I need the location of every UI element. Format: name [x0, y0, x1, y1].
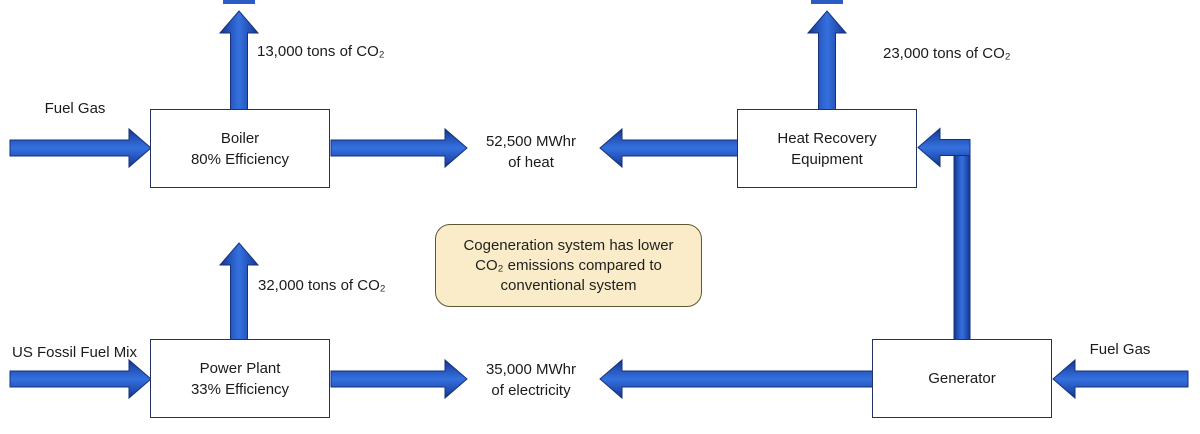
electricity-output-label: 35,000 MWhr of electricity — [460, 359, 602, 401]
boiler-box-label-line1: Boiler — [220, 129, 260, 147]
boiler-fuel-gas-label: Fuel Gas — [44, 100, 106, 117]
electricity-output-line2: of electricity — [491, 382, 571, 399]
boiler-co2-label: 13,000 tons of CO₂ — [257, 43, 385, 60]
generator-to-electricity-output-arrow — [599, 358, 875, 400]
heat-recovery-equipment-box: Heat Recovery Equipment — [737, 109, 917, 188]
heat-recovery-to-heat-output-arrow — [599, 127, 740, 169]
heat-output-line1: 52,500 MWhr — [485, 133, 577, 150]
cogeneration-note-box: Cogeneration system has lower CO₂ emissi… — [435, 224, 702, 307]
note-line2: CO₂ emissions compared to — [475, 256, 662, 274]
fossil-mix-to-power-plant-arrow — [9, 358, 152, 400]
power-plant-box-label-line1: Power Plant — [199, 359, 281, 377]
boiler-box-label-line2: 80% Efficiency — [190, 150, 290, 168]
power-plant-co2-up-arrow — [218, 242, 260, 343]
heat-recovery-co2-up-arrow — [806, 10, 848, 113]
power-plant-box: Power Plant 33% Efficiency — [150, 339, 330, 418]
fuel-gas-to-boiler-arrow — [9, 127, 152, 169]
fuel-gas-to-generator-arrow — [1052, 358, 1189, 400]
heat-recovery-co2-arrow-cropped-fragment — [811, 0, 843, 4]
power-plant-co2-label: 32,000 tons of CO₂ — [258, 277, 386, 294]
power-plant-fuel-label: US Fossil Fuel Mix — [12, 344, 138, 361]
power-plant-box-label-line2: 33% Efficiency — [190, 380, 290, 398]
note-line3: conventional system — [500, 276, 637, 294]
heat-recovery-co2-label: 23,000 tons of CO₂ — [883, 45, 1011, 62]
generator-to-heat-recovery-elbow-vertical — [953, 145, 971, 345]
heat-output-line2: of heat — [508, 154, 554, 171]
heat-output-label: 52,500 MWhr of heat — [460, 131, 602, 173]
electricity-output-line1: 35,000 MWhr — [485, 361, 577, 378]
note-line1: Cogeneration system has lower — [463, 236, 674, 254]
power-plant-to-electricity-output-arrow — [330, 358, 468, 400]
boiler-box: Boiler 80% Efficiency — [150, 109, 330, 188]
boiler-co2-up-arrow — [218, 10, 260, 113]
boiler-co2-arrow-cropped-fragment — [223, 0, 255, 4]
boiler-to-heat-output-arrow — [330, 127, 468, 169]
generator-box: Generator — [872, 339, 1052, 418]
heat-recovery-box-label-line1: Heat Recovery — [777, 129, 877, 147]
generator-to-heat-recovery-elbow-arrowhead — [917, 127, 971, 168]
generator-fuel-gas-label: Fuel Gas — [1089, 341, 1151, 358]
generator-box-label: Generator — [928, 370, 996, 387]
heat-recovery-box-label-line2: Equipment — [791, 150, 863, 168]
